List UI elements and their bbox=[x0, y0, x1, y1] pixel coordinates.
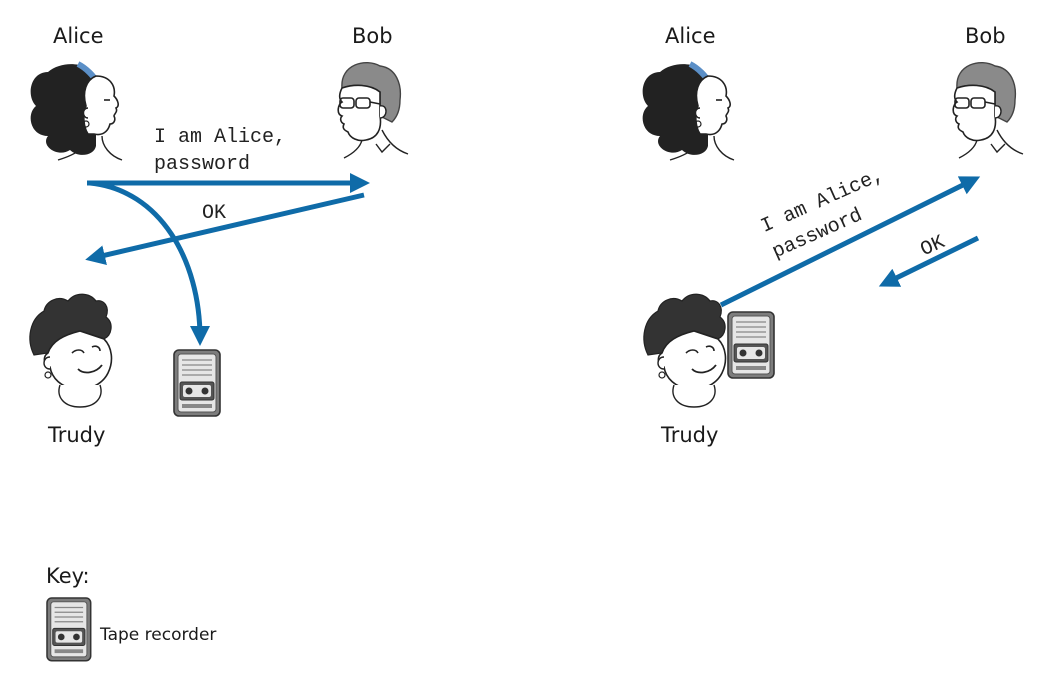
bob-figure bbox=[952, 61, 1024, 159]
bob-label: Bob bbox=[965, 24, 1006, 48]
bob-figure bbox=[337, 61, 409, 159]
alice-label: Alice bbox=[665, 24, 716, 48]
alice-figure bbox=[31, 64, 122, 160]
alice-label: Alice bbox=[53, 24, 104, 48]
tape-recorder-icon bbox=[727, 311, 775, 379]
legend-title: Key: bbox=[46, 564, 90, 588]
reply-label: OK bbox=[202, 202, 226, 225]
trudy-label: Trudy bbox=[47, 423, 105, 447]
message-line2: password bbox=[154, 153, 250, 176]
right-scene: Alice Bob Trudy I am Alice, password OK bbox=[643, 24, 1024, 447]
tape-recorder-icon bbox=[173, 349, 221, 417]
replay-arrow bbox=[719, 176, 981, 308]
bob-label: Bob bbox=[352, 24, 393, 48]
trudy-label: Trudy bbox=[660, 423, 718, 447]
reply-arrow bbox=[878, 235, 980, 287]
trudy-figure bbox=[643, 293, 727, 408]
intercept-arrow bbox=[89, 180, 210, 346]
legend: Key: Tape recorder bbox=[46, 564, 216, 662]
reply-arrow bbox=[85, 192, 365, 266]
left-scene: Alice Bob Trudy I am Alice, password OK bbox=[29, 24, 409, 447]
tape-recorder-icon bbox=[46, 597, 92, 662]
message-line1: I am Alice, bbox=[154, 126, 286, 149]
alice-figure bbox=[643, 64, 734, 160]
legend-tape-recorder-label: Tape recorder bbox=[99, 625, 216, 645]
trudy-figure bbox=[29, 293, 113, 408]
